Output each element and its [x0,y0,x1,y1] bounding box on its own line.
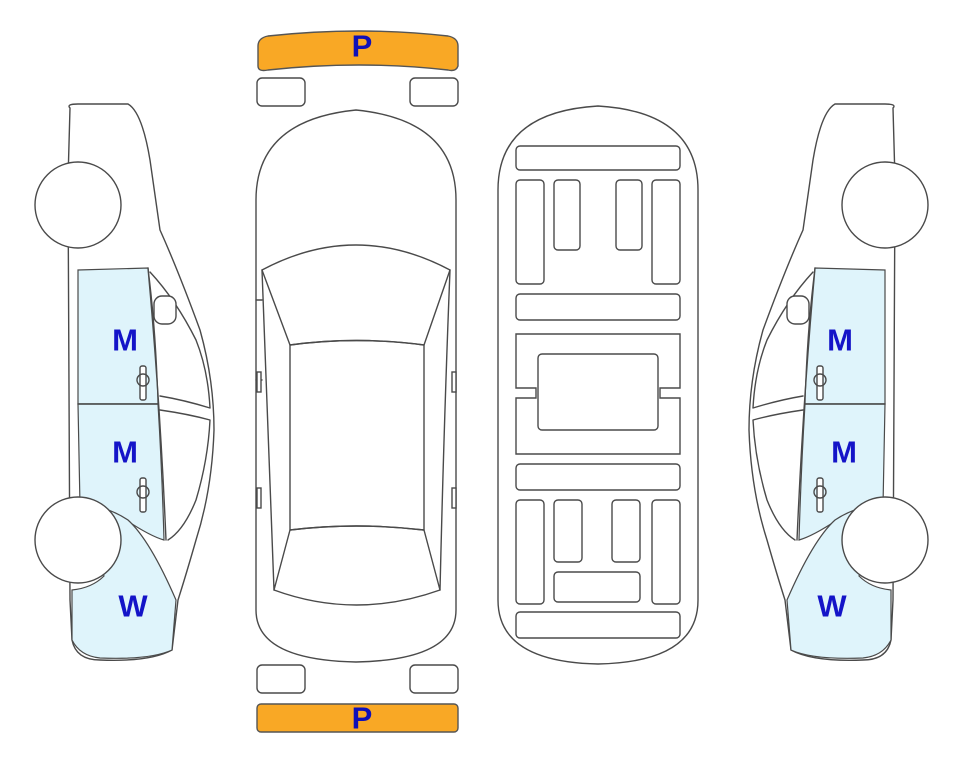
underbody-rear-right-rail [651,499,681,605]
left-rear-wheel [34,496,122,584]
left-rear-quarter-code: W [118,589,148,624]
underbody-front-left-rail [515,179,545,285]
underbody-view [497,105,699,665]
front-bumper[interactable] [257,30,459,72]
rear-left-light [256,664,306,694]
left-mirror [153,295,177,325]
front-right-light [409,77,459,107]
underbody-rear-tank [553,571,641,603]
left-front-door-code: M [112,323,138,358]
rear-bumper[interactable] [256,703,459,733]
top-left-handle-rear [256,487,262,509]
left-rear-door-handle [136,477,150,513]
right-rear-door-handle [813,477,827,513]
right-front-wheel [841,161,929,249]
left-rear-door-code: M [112,435,138,470]
right-mirror [786,295,810,325]
underbody-front-crossmember [515,145,681,171]
underbody-front-right-rail [651,179,681,285]
left-side-view: M M W [34,103,215,661]
left-belt-line [147,267,167,541]
right-front-door-handle [813,365,827,401]
top-left-handle-front [256,371,262,393]
top-left-side-line [261,269,275,591]
underbody-rear-left-rail [515,499,545,605]
top-right-side-line [439,269,451,591]
underbody-mid-front-bar [515,293,681,321]
top-body-outline [255,109,457,663]
underbody-front-inner-right [615,179,643,251]
front-left-light [256,77,306,107]
left-rear-window [159,409,211,541]
right-front-door-code: M [827,323,853,358]
right-rear-quarter-code: W [817,589,847,624]
top-view: P P [255,29,459,736]
right-rear-window [752,409,804,541]
top-right-handle-front [451,371,457,393]
left-front-door-handle [136,365,150,401]
rear-right-light [409,664,459,694]
front-bumper-code: P [352,29,373,64]
top-right-handle-rear [451,487,457,509]
underbody-mid-rear-bar [515,463,681,491]
underbody-rear-crossmember [515,611,681,639]
right-belt-line [796,267,816,541]
underbody-front-inner-left [553,179,581,251]
underbody-rear-inner-right [611,499,641,563]
right-side-view [748,103,929,661]
left-front-wheel [34,161,122,249]
rear-bumper-code: P [352,701,373,736]
underbody-rear-inner-left [553,499,583,563]
underbody-center-pan [537,353,659,431]
right-rear-wheel [841,496,929,584]
right-rear-door-code: M [831,435,857,470]
